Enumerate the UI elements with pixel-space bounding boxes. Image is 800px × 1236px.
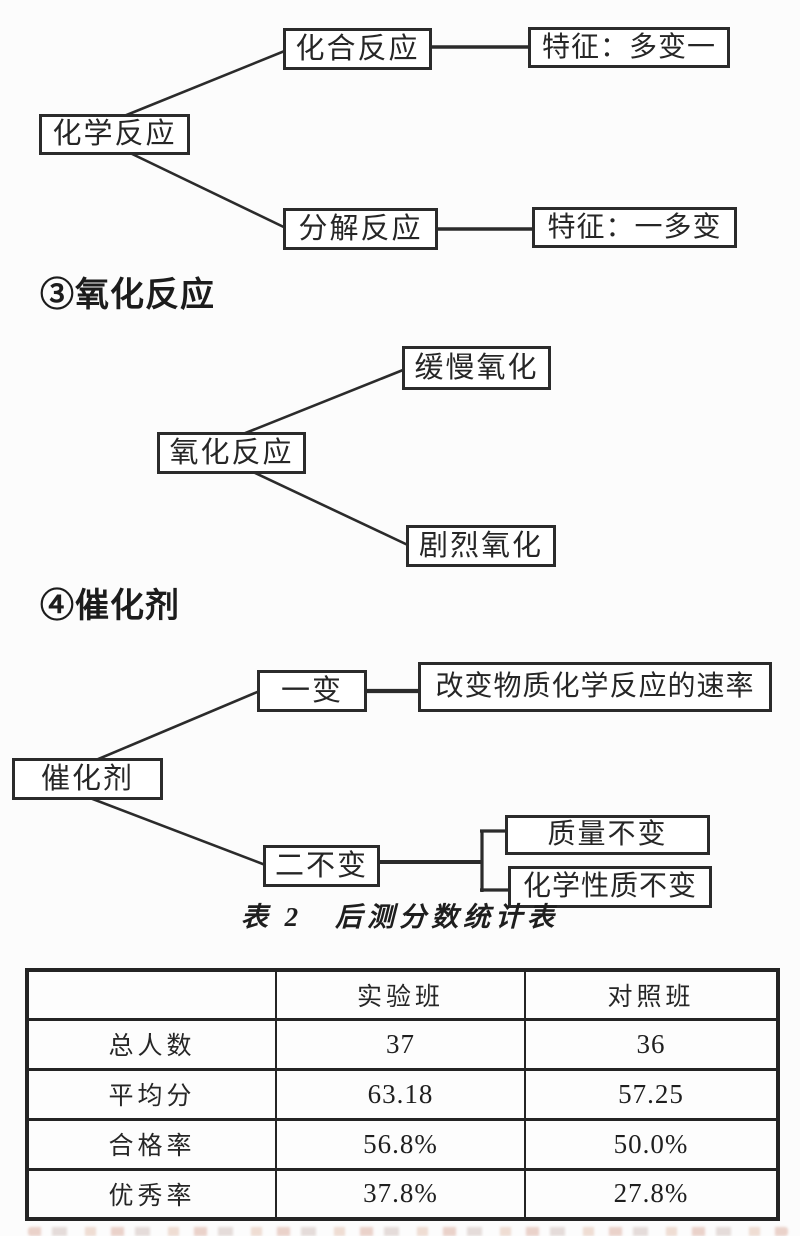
average-control: 57.25: [524, 1067, 779, 1121]
oxidation-reaction-node: 氧化反应: [157, 432, 306, 474]
connector-root-to-combination: [123, 46, 293, 118]
table-row: 合格率 56.8% 50.0%: [26, 1117, 779, 1171]
chemical-reaction-node: 化学反应: [39, 114, 190, 155]
unchanged-chemical-property-node: 化学性质不变: [508, 866, 712, 908]
average-experimental: 63.18: [275, 1067, 526, 1121]
oxidation-section-heading: ③氧化反应: [40, 277, 215, 314]
table-header-row: 实验班 对照班: [26, 968, 779, 1021]
row-label-total: 总人数: [26, 1017, 277, 1071]
pass-rate-control: 50.0%: [524, 1117, 779, 1171]
table-caption: 表 2 后测分数统计表: [240, 902, 560, 932]
header-control-class: 对照班: [524, 968, 779, 1021]
connector-oxidation-to-violent: [250, 469, 413, 549]
connector-catalyst-to-two-unchanged: [89, 796, 269, 868]
one-change-node: 一变: [257, 670, 367, 712]
cutoff-text-artifact: [28, 1227, 788, 1236]
table-row: 平均分 63.18 57.25: [26, 1067, 779, 1121]
two-unchanged-node: 二不变: [263, 845, 380, 887]
connector-root-to-decomposition: [127, 150, 293, 233]
combination-reaction-node: 化合反应: [283, 28, 432, 70]
decomposition-reaction-node: 分解反应: [283, 208, 438, 250]
combination-feature-node: 特征：多变一: [528, 27, 730, 68]
connector-catalyst-to-one-change: [95, 688, 263, 762]
row-label-excellent-rate: 优秀率: [26, 1167, 277, 1221]
header-experimental-class: 实验班: [275, 968, 526, 1021]
post-test-score-table: 实验班 对照班 总人数 37 36 平均分 63.18 57.25 合格率 56…: [25, 968, 780, 1221]
one-change-detail-node: 改变物质化学反应的速率: [418, 662, 772, 712]
excellent-rate-control: 27.8%: [524, 1167, 779, 1221]
catalyst-section-heading: ④催化剂: [40, 588, 180, 625]
connector-oxidation-to-slow: [242, 366, 409, 436]
table-row: 优秀率 37.8% 27.8%: [26, 1167, 779, 1221]
table-row: 总人数 37 36: [26, 1017, 779, 1071]
catalyst-node: 催化剂: [12, 758, 163, 800]
violent-oxidation-node: 剧烈氧化: [406, 525, 556, 567]
excellent-rate-experimental: 37.8%: [275, 1167, 526, 1221]
slow-oxidation-node: 缓慢氧化: [402, 346, 551, 390]
decomposition-feature-node: 特征：一多变: [532, 207, 737, 248]
row-label-pass-rate: 合格率: [26, 1117, 277, 1171]
unchanged-mass-node: 质量不变: [505, 815, 710, 855]
total-experimental: 37: [275, 1017, 526, 1071]
row-label-average: 平均分: [26, 1067, 277, 1121]
header-empty-cell: [26, 968, 277, 1021]
total-control: 36: [524, 1017, 779, 1071]
pass-rate-experimental: 56.8%: [275, 1117, 526, 1171]
